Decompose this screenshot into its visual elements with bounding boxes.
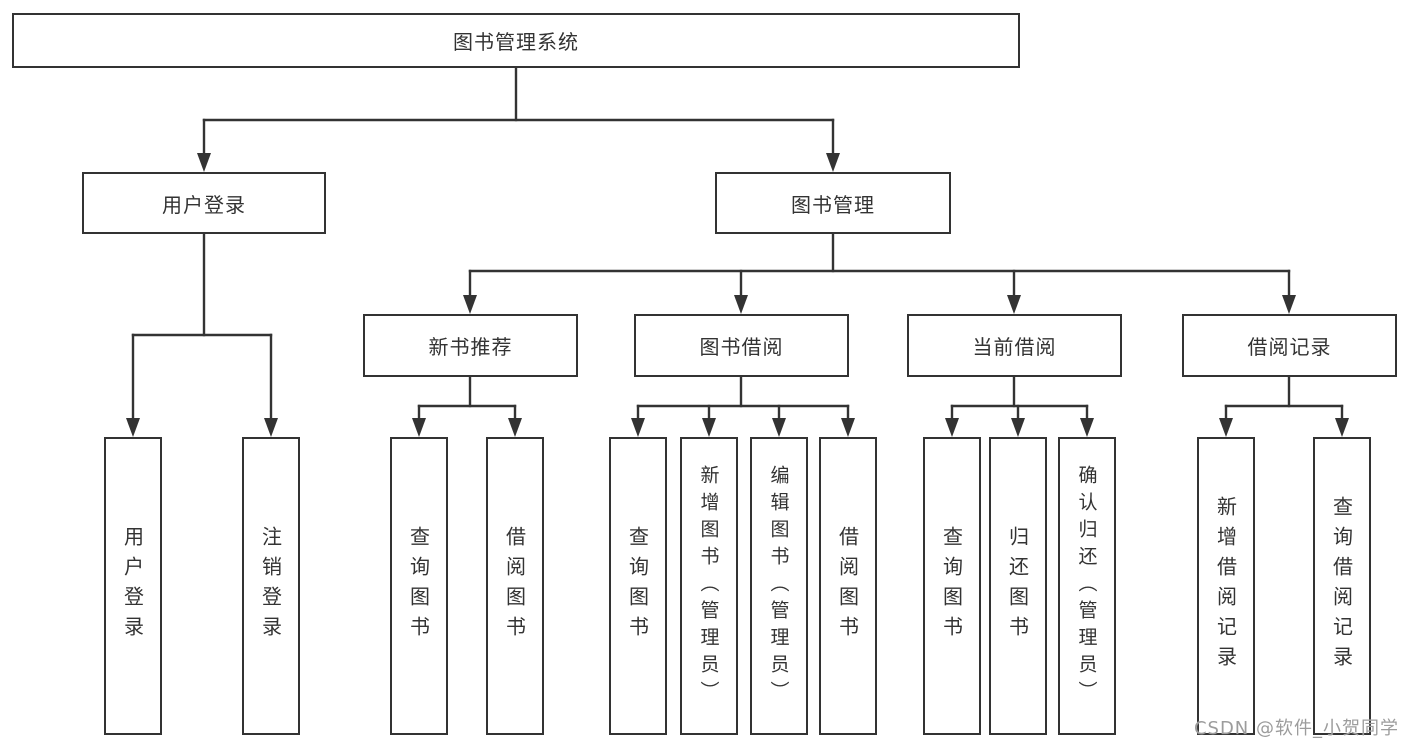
leaf-return-book: 归还图书: [989, 437, 1047, 735]
leaf-add-borrow-record: 新增借阅记录: [1197, 437, 1255, 735]
node-new-book-recommend: 新书推荐: [363, 314, 578, 377]
leaf-query-book-borrow: 查询图书: [609, 437, 667, 735]
leaf-add-book-admin: 新增图书（管理员）: [680, 437, 738, 735]
leaf-query-borrow-record: 查询借阅记录: [1313, 437, 1371, 735]
leaf-edit-book-admin: 编辑图书（管理员）: [750, 437, 808, 735]
node-user-login: 用户登录: [82, 172, 326, 234]
node-book-management: 图书管理: [715, 172, 951, 234]
leaf-borrow-book-recommend: 借阅图书: [486, 437, 544, 735]
leaf-user-login: 用户登录: [104, 437, 162, 735]
leaf-logout: 注销登录: [242, 437, 300, 735]
node-borrow-record: 借阅记录: [1182, 314, 1397, 377]
leaf-borrow-book: 借阅图书: [819, 437, 877, 735]
node-root: 图书管理系统: [12, 13, 1020, 68]
leaf-query-book-recommend: 查询图书: [390, 437, 448, 735]
node-current-borrow: 当前借阅: [907, 314, 1122, 377]
leaf-confirm-return-admin: 确认归还（管理员）: [1058, 437, 1116, 735]
node-book-borrow: 图书借阅: [634, 314, 849, 377]
watermark: CSDN @软件_小贺同学: [1193, 718, 1399, 739]
leaf-query-book-current: 查询图书: [923, 437, 981, 735]
